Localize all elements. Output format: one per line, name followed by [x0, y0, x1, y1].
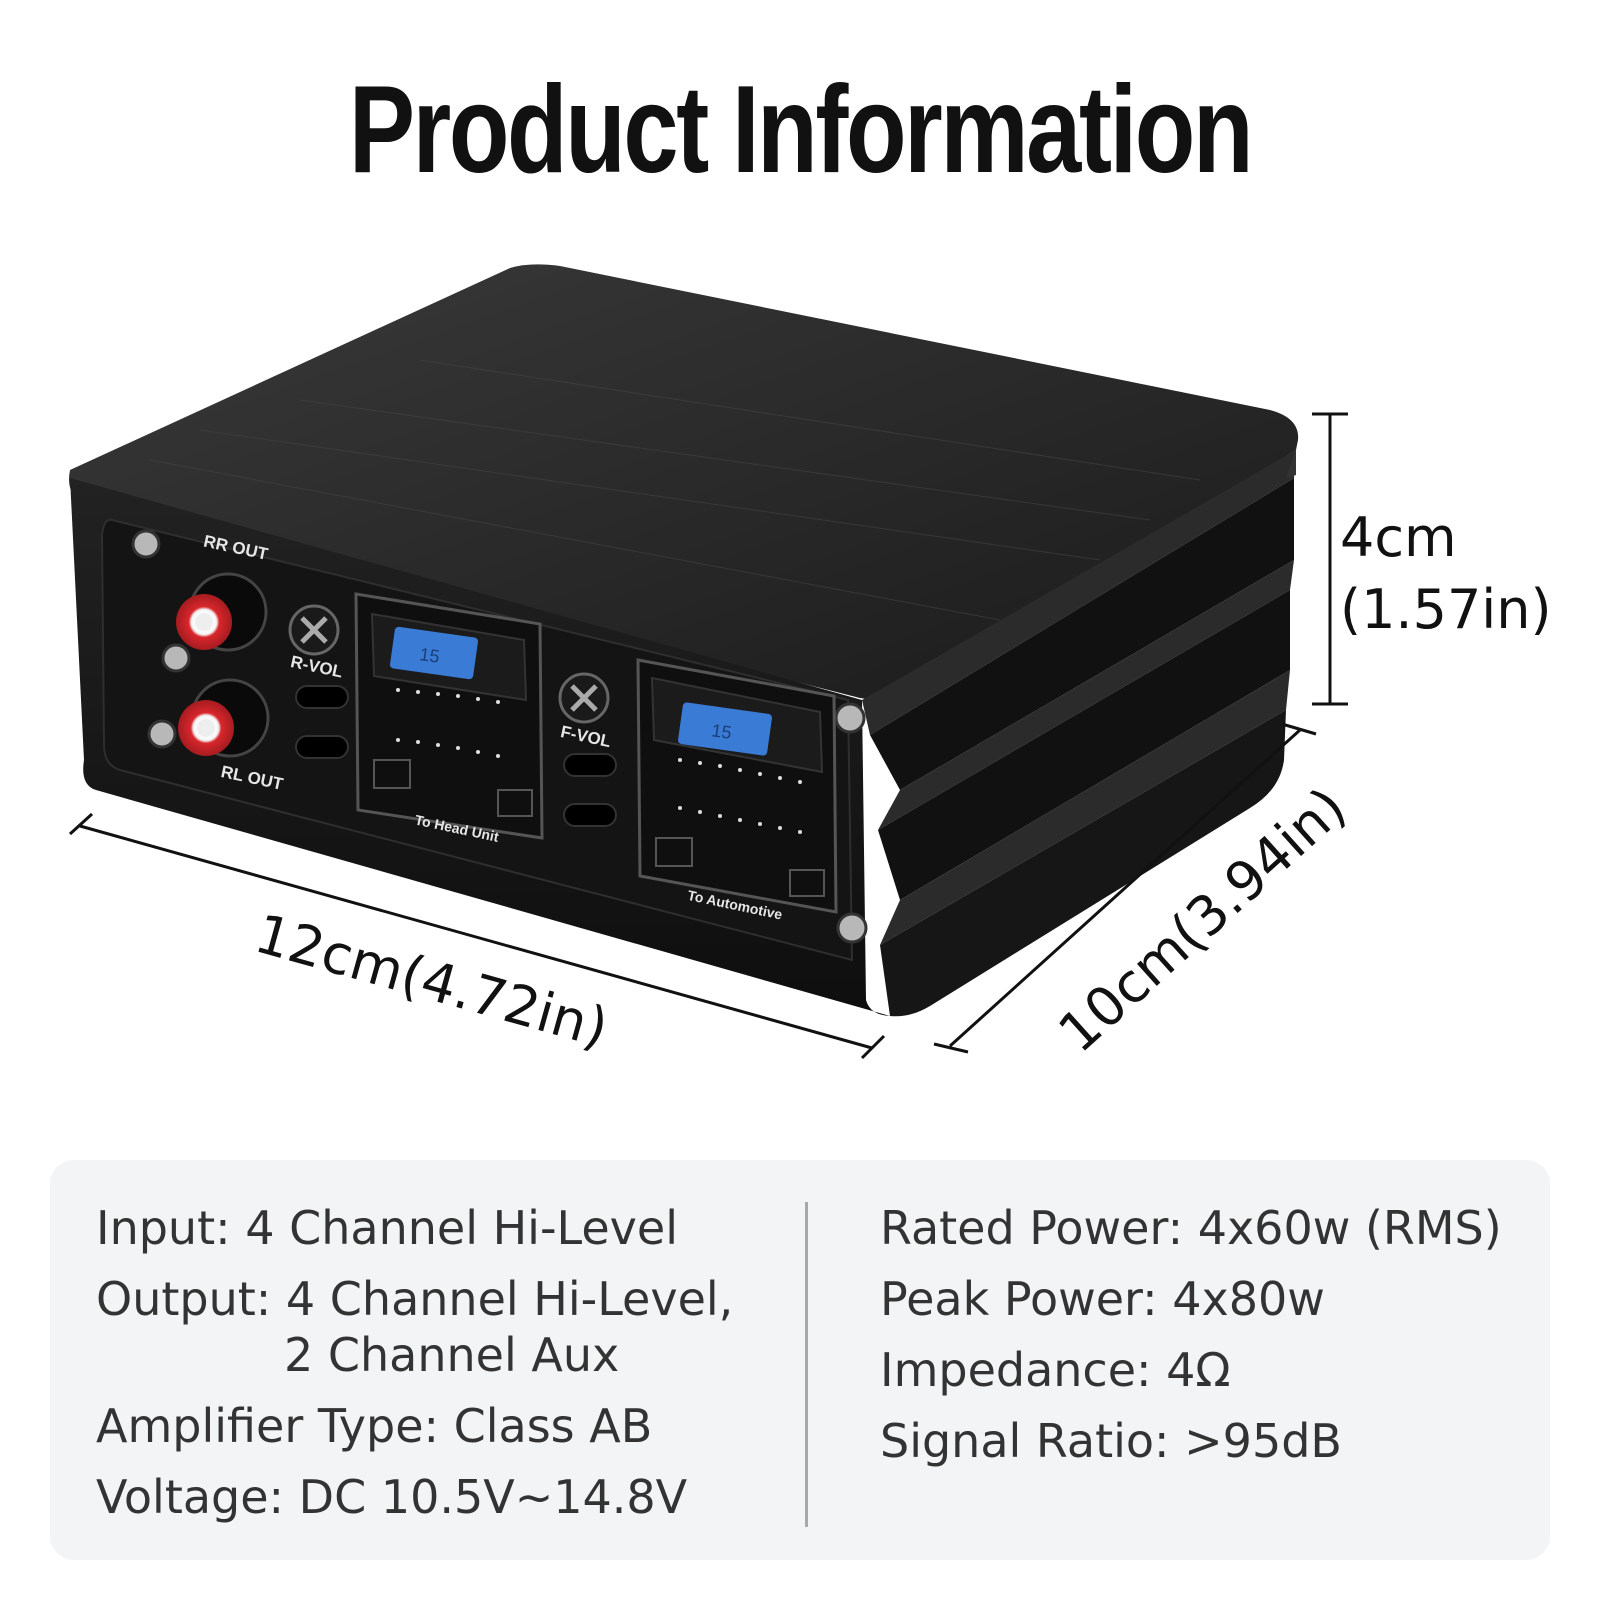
page-title: Product Information — [348, 61, 1254, 199]
f-vol-knob — [558, 672, 610, 724]
device-top-plate — [69, 264, 1299, 699]
spec-input: Input: 4 Channel Hi-Level — [96, 1200, 796, 1256]
rca-jack-rr — [176, 572, 268, 652]
specs-right-column: Rated Power: 4x60w (RMS) Peak Power: 4x8… — [880, 1200, 1520, 1484]
height-dimension-label-line2: (1.57in) — [1340, 578, 1552, 641]
automotive-connector: 15 — [636, 658, 838, 914]
spec-peak-power-text: Peak Power: 4x80w — [880, 1272, 1325, 1326]
screw-icon — [131, 529, 868, 944]
spec-amplifier-type-text: Amplifier Type: Class AB — [96, 1399, 653, 1453]
heatsink-fins — [862, 450, 1296, 1017]
spec-rated-power: Rated Power: 4x60w (RMS) — [880, 1200, 1520, 1256]
height-dimension-label-line1: 4cm — [1340, 506, 1457, 569]
spec-output: Output: 4 Channel Hi-Level, 2 Channel Au… — [96, 1271, 796, 1383]
slot-2 — [295, 735, 349, 759]
head-unit-connector: 15 — [354, 592, 544, 840]
spec-rated-power-text: Rated Power: 4x60w (RMS) — [880, 1201, 1502, 1255]
rca-jack-rl — [178, 678, 270, 758]
spec-voltage-text: Voltage: DC 10.5V~14.8V — [96, 1470, 688, 1524]
spec-impedance-text: Impedance: 4Ω — [880, 1343, 1231, 1397]
specs-panel: Input: 4 Channel Hi-Level Output: 4 Chan… — [50, 1160, 1550, 1560]
slot-4 — [563, 803, 617, 827]
fuse-label-1: 15 — [418, 644, 441, 667]
specs-left-column: Input: 4 Channel Hi-Level Output: 4 Chan… — [96, 1200, 796, 1540]
specs-divider — [805, 1202, 808, 1527]
spec-peak-power: Peak Power: 4x80w — [880, 1271, 1520, 1327]
spec-output-text: Output: 4 Channel Hi-Level, — [96, 1272, 734, 1326]
spec-signal-ratio-text: Signal Ratio: >95dB — [880, 1414, 1342, 1468]
spec-input-text: Input: 4 Channel Hi-Level — [96, 1201, 678, 1255]
spec-amplifier-type: Amplifier Type: Class AB — [96, 1398, 796, 1454]
amplifier-device: RR OUT RL OUT R-VOL 15 To Head Unit — [69, 264, 1299, 1017]
spec-voltage: Voltage: DC 10.5V~14.8V — [96, 1469, 796, 1525]
slot-3 — [563, 753, 617, 777]
spec-signal-ratio: Signal Ratio: >95dB — [880, 1413, 1520, 1469]
brushed-texture — [149, 359, 1201, 621]
spec-impedance: Impedance: 4Ω — [880, 1342, 1520, 1398]
fuse-icon — [678, 702, 772, 756]
product-illustration: RR OUT RL OUT R-VOL 15 To Head Unit — [68, 264, 1552, 1065]
r-vol-knob — [288, 604, 340, 656]
fuse-label-2: 15 — [710, 720, 733, 743]
spec-output-continuation: 2 Channel Aux — [284, 1328, 620, 1382]
slot-1 — [295, 685, 349, 709]
fuse-icon — [390, 626, 478, 680]
dimension-lines — [68, 412, 1348, 1060]
